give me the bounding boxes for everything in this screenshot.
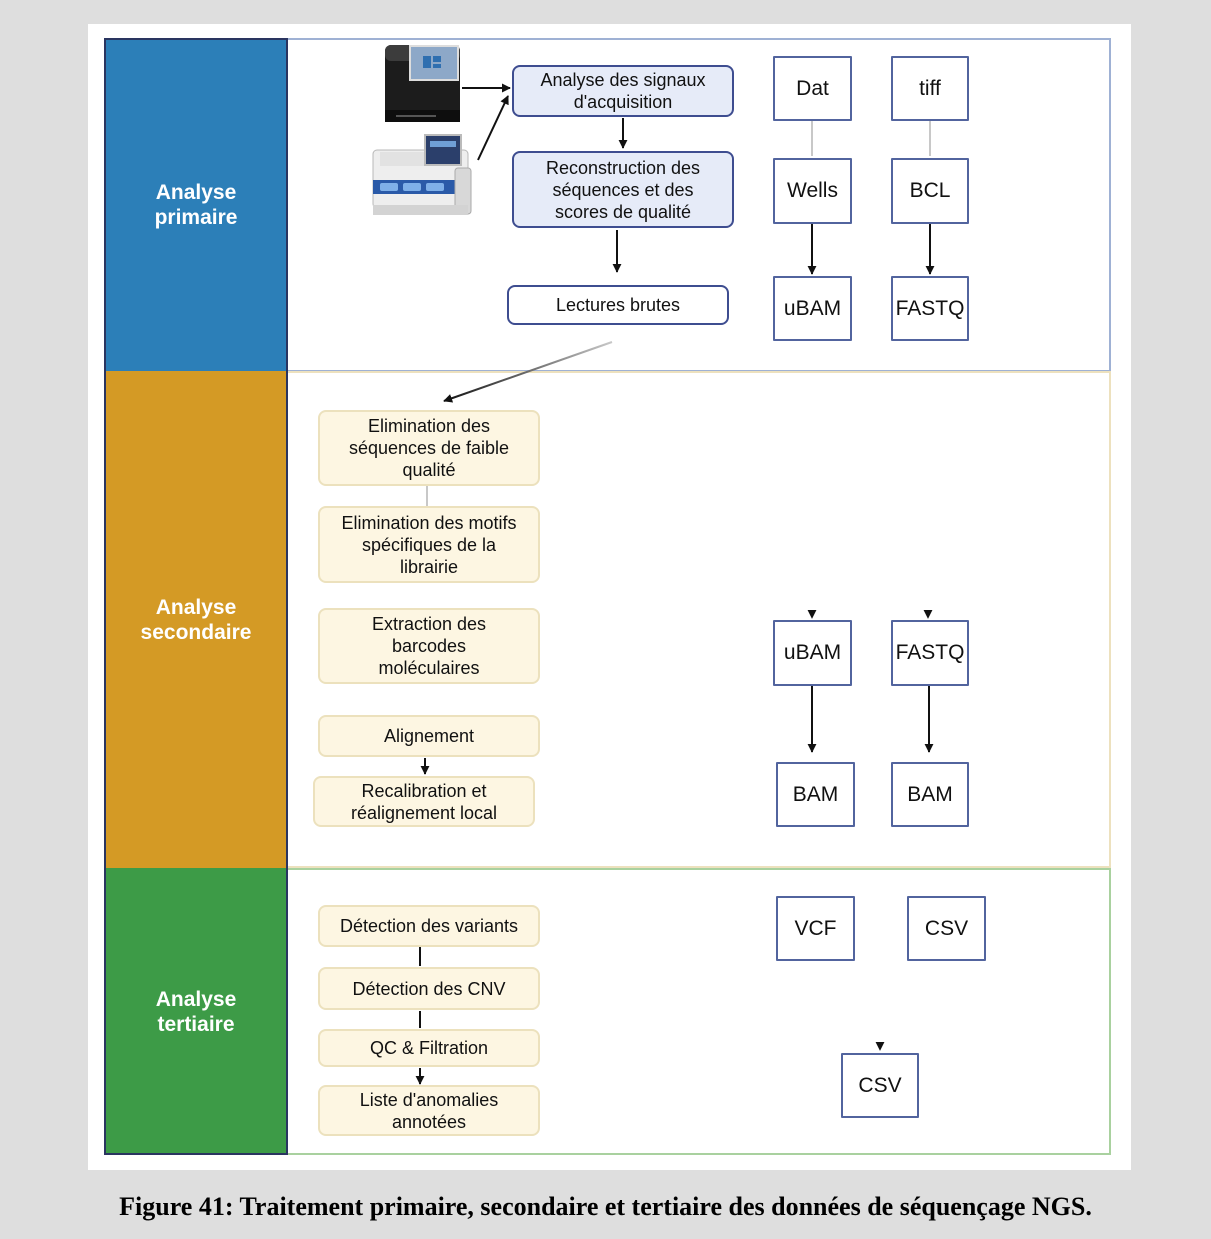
step-variant-detection: Détection des variants — [318, 905, 540, 947]
figure-caption: Figure 41: Traitement primaire, secondai… — [119, 1192, 1092, 1221]
step-raw-reads: Lectures brutes — [507, 285, 729, 325]
step-recalibration: Recalibration et réalignement local — [313, 776, 535, 827]
lane-secondary — [288, 371, 1111, 868]
sequencer-ion-torrent-icon — [372, 134, 472, 215]
band-secondary: Analyse secondaire — [104, 371, 288, 868]
band-primary-label: Analyse primaire — [154, 180, 238, 229]
file-fastq-secondary: FASTQ — [891, 620, 969, 686]
step-qc-filtration: QC & Filtration — [318, 1029, 540, 1067]
band-tertiary-label: Analyse tertiaire — [155, 987, 237, 1036]
step-barcode-extraction: Extraction des barcodes moléculaires — [318, 608, 540, 684]
file-tiff: tiff — [891, 56, 969, 121]
arrow-sequencer2-to-step1 — [477, 95, 509, 161]
sequencer-illumina-icon — [385, 45, 460, 122]
step-low-quality-removal: Elimination des séquences de faible qual… — [318, 410, 540, 486]
lane-tertiary — [288, 868, 1111, 1155]
step-signal-acquisition: Analyse des signaux d'acquisition — [512, 65, 734, 117]
file-ubam-primary: uBAM — [773, 276, 852, 341]
file-dat: Dat — [773, 56, 852, 121]
step-library-motif-removal: Elimination des motifs spécifiques de la… — [318, 506, 540, 583]
band-tertiary: Analyse tertiaire — [104, 868, 288, 1155]
file-fastq-primary: FASTQ — [891, 276, 969, 341]
step-annotated-anomalies: Liste d'anomalies annotées — [318, 1085, 540, 1136]
file-bcl: BCL — [891, 158, 969, 224]
step-alignment: Alignement — [318, 715, 540, 757]
file-bam-col1: BAM — [776, 762, 855, 827]
file-bam-col2: BAM — [891, 762, 969, 827]
band-primary: Analyse primaire — [104, 38, 288, 371]
file-wells: Wells — [773, 158, 852, 224]
band-outline — [104, 38, 288, 1155]
file-ubam-secondary: uBAM — [773, 620, 852, 686]
step-cnv-detection: Détection des CNV — [318, 967, 540, 1010]
step-sequence-reconstruction: Reconstruction des séquences et des scor… — [512, 151, 734, 228]
arrow-primary-to-secondary — [443, 341, 613, 403]
file-csv-bottom: CSV — [841, 1053, 919, 1118]
file-csv-top: CSV — [907, 896, 986, 961]
file-vcf: VCF — [776, 896, 855, 961]
band-secondary-label: Analyse secondaire — [140, 595, 252, 644]
